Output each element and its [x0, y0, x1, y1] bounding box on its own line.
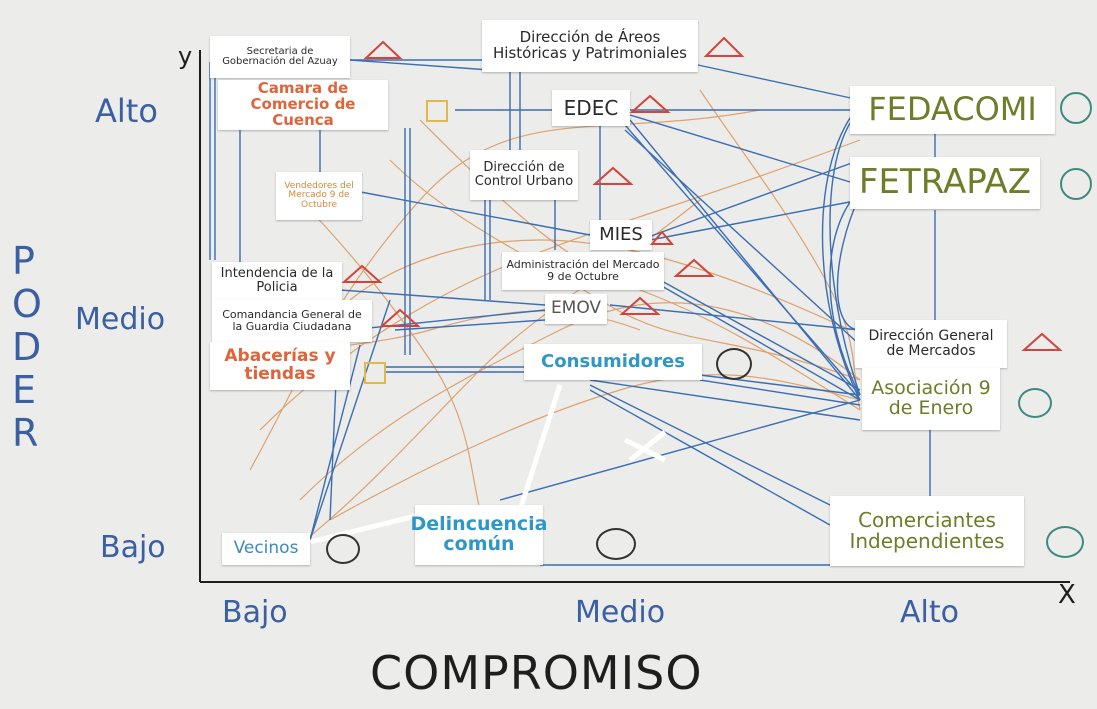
y-axis-letter: y [178, 42, 193, 70]
actor-fetrapaz: FETRAPAZ [850, 157, 1040, 209]
actor-control-urbano: Dirección de Control Urbano [470, 150, 578, 200]
y-tick-low: Bajo [100, 530, 166, 565]
x-tick-high: Alto [900, 595, 959, 630]
actor-direccion-mercados: Dirección General de Mercados [855, 320, 1007, 368]
actor-mies: MIES [590, 220, 652, 250]
square-icon [364, 362, 386, 384]
x-axis-title: COMPROMISO [370, 646, 703, 700]
circle-icon [596, 528, 636, 560]
x-tick-mid: Medio [575, 595, 666, 630]
x-tick-low: Bajo [222, 595, 288, 630]
actor-asociacion: Asociación 9 de Enero [862, 368, 1000, 430]
actor-vecinos: Vecinos [222, 533, 310, 565]
actor-comerciantes: Comerciantes Independientes [830, 496, 1024, 566]
circle-icon [1060, 168, 1092, 200]
actor-camara-comercio: Camara de Comercio de Cuenca [218, 80, 388, 130]
actor-edec: EDEC [552, 90, 630, 126]
axes [199, 50, 1070, 583]
x-axis-letter: X [1058, 580, 1076, 610]
circle-icon [716, 348, 752, 380]
actor-intendencia: Intendencia de la Policia [212, 262, 342, 300]
actor-delincuencia: Delincuencia común [411, 505, 548, 565]
circle-icon [1060, 92, 1092, 124]
actor-fedacomi: FEDACOMI [850, 86, 1055, 134]
actor-consumidores: Consumidores [524, 344, 702, 380]
circle-icon [1046, 526, 1084, 558]
actor-abacerias: Abacerías y tiendas [210, 342, 350, 390]
actor-administracion-mercado: Administración del Mercado 9 de Octubre [502, 252, 664, 290]
circle-icon [1018, 388, 1052, 418]
actor-secretaria: Secretaria de Gobernación del Azuay [210, 36, 350, 78]
actor-vendedores: Vendedores del Mercado 9 de Octubre [276, 172, 362, 220]
y-tick-high: Alto [95, 92, 158, 130]
circle-icon [326, 534, 360, 564]
actor-areas-historicas: Dirección de Áreos Históricas y Patrimon… [482, 20, 698, 72]
square-icon [426, 100, 448, 122]
actor-comandancia: Comandancia General de la Guardia Ciudad… [212, 300, 372, 342]
actor-emov: EMOV [545, 294, 607, 324]
y-tick-mid: Medio [75, 302, 166, 337]
conflict-lines [309, 384, 667, 545]
y-axis-title: PODER [12, 239, 42, 455]
